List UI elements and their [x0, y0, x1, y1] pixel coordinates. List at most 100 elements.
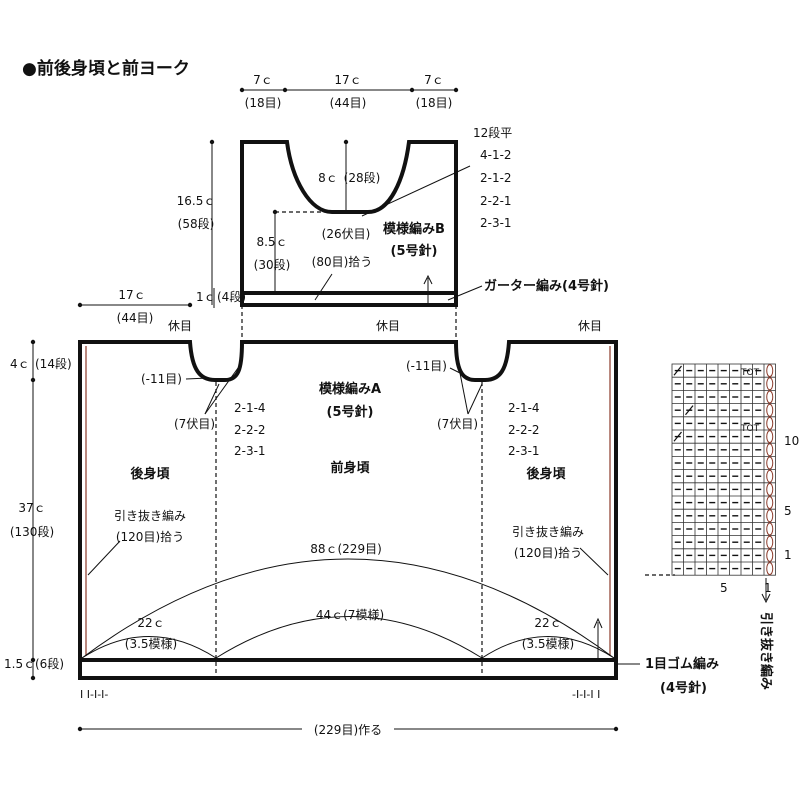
garter-height-dimension: 1ｃ (4段): [196, 288, 246, 308]
garter-leader: [447, 285, 483, 301]
diagram-title: ●前後身頃と前ヨーク: [22, 58, 190, 79]
yoke-bind-off: (26伏目): [322, 227, 371, 241]
chart-slip-stitch-mark: [766, 443, 774, 457]
bindoff-leader-right-2: [467, 383, 483, 415]
shoulder-dimension: 17ｃ (44目): [77, 288, 193, 325]
body-direction-arrow: [593, 617, 603, 662]
body-height-cm: 37ｃ: [18, 501, 45, 515]
chart-slip-stitch-mark: [766, 535, 774, 549]
chart-slip-stitch-mark: [766, 522, 774, 536]
decrease-step-0: 12段平: [473, 125, 512, 140]
rest-label-left: 休目: [168, 319, 192, 333]
armhole-step-left-1: 2-2-2: [234, 423, 266, 437]
side-arc-left: [81, 636, 217, 659]
decrease-step-2: 2-1-2: [480, 171, 512, 185]
armhole-step-left-2: 2-3-1: [234, 444, 266, 458]
yoke-neck-depth: 8ｃ (28段): [318, 139, 381, 212]
rib-height-cm: 1.5ｃ: [4, 657, 35, 671]
chart-slip-stitch-mark: [766, 377, 774, 391]
pickup-leader: [314, 273, 333, 301]
chart-slip-stitch-mark: [766, 469, 774, 483]
rib-symbol-right: -I-I-I I: [572, 688, 600, 701]
decrease-step-1: 4-1-2: [480, 148, 512, 162]
yoke-height-cm: 16.5ｃ: [177, 194, 216, 208]
yoke-center-width-st: (44目): [330, 96, 367, 110]
center-arc: [215, 616, 483, 659]
stitch-chart: [671, 363, 776, 576]
chart-slip-stitch-mark: [766, 430, 774, 444]
chart-decrease-mark: [685, 405, 694, 416]
yoke-decrease-steps: 12段平 4-1-2 2-1-2 2-2-1 2-3-1: [473, 125, 512, 230]
side-arc-right: [481, 636, 615, 659]
side-arc-right-rep: (3.5模様): [522, 637, 574, 651]
yoke-height-rows: (58段): [178, 216, 215, 231]
chart-slip-stitch-mark: [766, 482, 774, 496]
label-back-left: 後身頃: [130, 466, 170, 482]
chart-slip-stitch-mark: [766, 390, 774, 404]
armhole-bindoff-left: (7伏目): [174, 417, 215, 431]
body-height-rows: (130段): [10, 524, 54, 539]
chart-slip-stitch-mark: [766, 403, 774, 417]
rib-label-1: 1目ゴム編み: [645, 656, 719, 672]
yoke-right-width-st: (18目): [416, 96, 453, 110]
body-height-dimension: 4ｃ (14段) 37ｃ (130段) 1.5ｃ (6段): [4, 339, 72, 681]
side-arc-left-cm: 22ｃ: [137, 616, 164, 630]
armhole-height-cm: 4ｃ: [10, 357, 30, 371]
armhole-dec-left: (-11目): [141, 372, 182, 386]
yoke-left-width-st: (18目): [245, 96, 282, 110]
chart-slip-stitch-mark: [766, 548, 774, 562]
neck-depth-cm: 8ｃ: [318, 171, 338, 185]
chart-col-1: 1: [764, 581, 772, 595]
chart-slip-stitch-mark: [766, 364, 774, 378]
rest-label-right: 休目: [578, 319, 602, 333]
body-outline: [78, 340, 618, 680]
chart-row-1: 1: [784, 548, 792, 562]
yoke-left-width-cm: 7ｃ: [253, 73, 273, 87]
chart-slip-stitch-mark: [766, 416, 774, 430]
armhole-dec-right: (-11目): [406, 359, 447, 373]
shoulder-cm: 17ｃ: [118, 288, 145, 302]
yoke-pattern: 模様編みB: [383, 221, 445, 237]
yoke-side-rows: (30段): [254, 257, 291, 272]
neck-depth-rows: (28段): [344, 170, 381, 185]
chart-slip-stitch-mark: [766, 456, 774, 470]
rib-label-2: (4号針): [660, 680, 707, 696]
cast-on-label: (229目)作る: [314, 723, 382, 737]
slip-left-1: 引き抜き編み: [114, 508, 186, 523]
center-arc-label: 44ｃ(7模様): [316, 608, 384, 622]
decrease-leader: [361, 165, 471, 217]
bindoff-leader-left-2: [204, 367, 239, 415]
yoke-center-width-cm: 17ｃ: [334, 73, 361, 87]
total-arc: [81, 558, 615, 659]
garter-height-rows: (4段): [217, 289, 246, 304]
chart-slip-stitch-mark: [766, 562, 774, 576]
label-front: 前身頃: [330, 460, 370, 476]
side-arc-left-rep: (3.5模様): [125, 637, 177, 651]
yoke-right-width-cm: 7ｃ: [424, 73, 444, 87]
chart-side-arrow: [761, 578, 771, 604]
chart-row-5: 5: [784, 504, 792, 518]
label-back-right: 後身頃: [526, 466, 566, 482]
side-arc-right-cm: 22ｃ: [534, 616, 561, 630]
bindoff-leader-right-1: [458, 367, 469, 415]
chart-row-10: 10: [784, 434, 799, 448]
decrease-step-3: 2-2-1: [480, 194, 512, 208]
yoke-side-dimension: 8.5ｃ (30段): [254, 209, 332, 292]
yoke-pickup: (80目)拾う: [312, 254, 373, 269]
cast-on-dimension: (229目)作る: [77, 720, 619, 738]
yoke-width-dimension: 7ｃ (18目) 17ｃ (44目) 7ｃ (18目): [239, 73, 459, 110]
decrease-step-4: 2-3-1: [480, 216, 512, 230]
armhole-step-right-2: 2-3-1: [508, 444, 540, 458]
chart-slip-stitch-mark: [766, 496, 774, 510]
yoke-height-dimension: 16.5ｃ (58段): [177, 139, 216, 305]
rib-height-rows: (6段): [35, 656, 64, 671]
bindoff-leader-left-1: [204, 383, 220, 415]
shoulder-stitches: (44目): [117, 311, 154, 325]
slip-leader-right: [579, 547, 609, 576]
chart-decrease-mark: [673, 431, 682, 442]
yoke-outline: [240, 140, 458, 307]
armhole-step-right-1: 2-2-2: [508, 423, 540, 437]
armhole-step-right-0: 2-1-4: [508, 401, 540, 415]
